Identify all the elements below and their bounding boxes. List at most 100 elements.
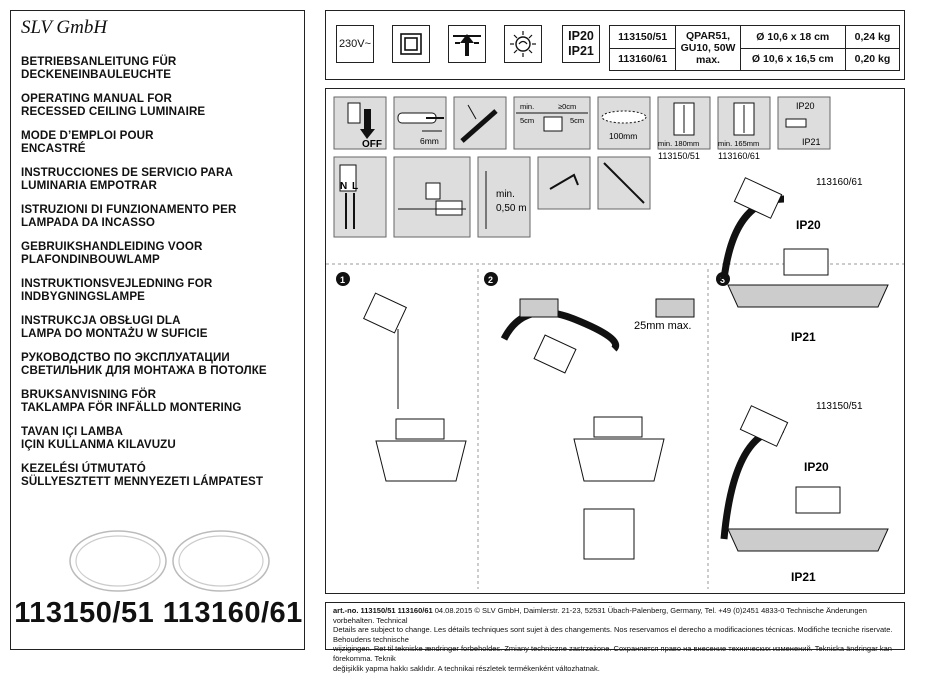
manual-title-line: INSTRUCCIONES DE SERVICIO PARA [21, 166, 233, 179]
neutral-label: N [340, 181, 347, 192]
wiring-diagram-icon: N L [333, 156, 387, 238]
step3-ip21-a: IP21 [791, 330, 816, 344]
dimmable-lamp-icon [504, 25, 542, 63]
side-gap-right: 5cm [570, 116, 584, 125]
step3-code-61: 113160/61 [816, 177, 863, 188]
icon-code-61: 113160/61 [718, 151, 760, 161]
strip-length: 6mm [420, 136, 439, 146]
manual-title-line: SÜLLYESZTETT MENNYEZETI LÁMPATEST [21, 475, 264, 489]
height-180-icon: min. 180mm 113150/51 [657, 96, 711, 161]
step-3-number: 3 [720, 275, 725, 285]
product-codes: 113150/51 113160/61 [14, 597, 303, 629]
clearance-icon: min. ≥0cm 5cm 5cm [513, 96, 591, 150]
ip-rating-2: IP21 [568, 44, 594, 58]
ip-zone-icon: IP20 IP21 [777, 96, 831, 150]
step-1-luminaire [363, 292, 467, 482]
spec-bar: 230V~ IP20 IP21 113150/51 QPAR51, GU10, … [325, 10, 905, 80]
spec-lamp: QPAR51, GU10, 50W max. [675, 25, 741, 71]
step-1-badge: 1 [336, 272, 350, 286]
no-spray-icon [537, 156, 591, 210]
distance-icon: min. 0,50 m [477, 156, 531, 238]
spec-table: 113150/51 QPAR51, GU10, 50W max. Ø 10,6 … [608, 25, 901, 71]
manual-title-line: LUMINARIA EMPOTRAR [21, 179, 157, 193]
step-2-luminaire [500, 298, 695, 560]
ip-rating-1: IP20 [568, 29, 594, 43]
manual-title-line: СВЕТИЛЬНИК ДЛЯ МОНТАЖА В ПОТОЛКЕ [21, 364, 267, 378]
zone-ip21: IP21 [802, 137, 821, 147]
manual-title-line: OPERATING MANUAL FOR [21, 92, 172, 105]
table-row: 113150/51 QPAR51, GU10, 50W max. Ø 10,6 … [608, 25, 901, 71]
manual-title-line: ISTRUZIONI DI FUNZIONAMENTO PER [21, 203, 237, 216]
distance-value: 0,50 m [496, 203, 527, 214]
table-row: 113160/61 Ø 10,6 x 16,5 cm 0,20 kg [608, 47, 901, 71]
height-165-icon: min. 165mm 113160/61 [717, 96, 771, 161]
distance-min: min. [496, 189, 515, 200]
gap-label: ≥0cm [558, 102, 576, 111]
step3-ip21-b: IP21 [791, 570, 816, 584]
step3-ip20-a: IP20 [796, 218, 821, 232]
spec-weight-2: 0,20 kg [844, 47, 901, 71]
mounting-direction-icon [448, 25, 486, 63]
manual-title-line: РУКОВОДСТВО ПО ЭКСПЛУАТАЦИИ [21, 351, 230, 364]
spec-weight-1: 0,24 kg [844, 25, 901, 49]
manual-title-line: ENCASTRÉ [21, 142, 86, 156]
depth-note: 25mm max. [634, 320, 691, 332]
footer-text: art.-no. 113150/51 113160/61 04.08.2015 … [333, 606, 901, 673]
footer-line-2: Details are subject to change. Les détai… [333, 625, 893, 644]
manual-title-line: INSTRUKTIONSVEJLEDNING FOR [21, 277, 213, 290]
spec-code-2: 113160/61 [608, 47, 677, 71]
manual-title-line: TAVAN IÇI LAMBA [21, 425, 123, 438]
spec-dim-1: Ø 10,6 x 18 cm [739, 25, 846, 49]
instruction-area: OFF 6mm min. ≥0cm 5cm 5cm 100mm [325, 88, 905, 594]
step-2-number: 2 [488, 275, 493, 285]
step-3-luminaire-top [720, 177, 889, 308]
insert-wire-icon [453, 96, 507, 150]
manual-title-line: RECESSED CEILING LUMINAIRE [21, 105, 206, 119]
manual-title-line: KEZELÉSI ÚTMUTATÓ [21, 462, 146, 475]
ip-rating-badge: IP20 IP21 [562, 25, 600, 63]
manual-title-line: TAKLAMPA FÖR INFÄLLD MONTERING [21, 401, 242, 415]
footer-line-4: değişiklik yapma hakkı saklıdır. A techn… [333, 663, 600, 673]
footer-line-3: wijzigingen. Ret til tekniske ændringer … [333, 644, 892, 663]
luminaire-rings-illustration [69, 530, 270, 592]
manual-title-line: LAMPADA DA INCASSO [21, 216, 156, 230]
mounting-icon [393, 156, 471, 238]
manual-title-line: LAMPA DO MONTAŻU W SUFICIE [21, 327, 208, 341]
spec-dim-2: Ø 10,6 x 16,5 cm [739, 47, 846, 71]
step3-ip20-b: IP20 [804, 460, 829, 474]
step-1-number: 1 [340, 275, 345, 285]
step3-code-51: 113150/51 [816, 401, 863, 412]
manual-title-line: BRUKSANVISNING FÖR [21, 388, 157, 401]
cutout-size: 100mm [609, 131, 637, 141]
side-gap-left: 5cm [520, 116, 534, 125]
live-label: L [352, 181, 358, 192]
min-height-180: min. 180mm [658, 139, 699, 148]
cutout-icon: 100mm [597, 96, 651, 150]
power-off-icon: OFF [333, 96, 387, 150]
manual-title-line: DECKENEINBAULEUCHTE [21, 68, 172, 82]
manual-title-line: IÇIN KULLANMA KILAVUZU [21, 438, 176, 452]
legal-footer: art.-no. 113150/51 113160/61 04.08.2015 … [325, 602, 905, 673]
footer-line-1: 04.08.2015 © SLV GmbH, Daimlerstr. 21-23… [333, 606, 867, 625]
zone-ip20: IP20 [796, 101, 815, 111]
voltage-label: 230V~ [336, 25, 374, 63]
instruction-illustrations: OFF 6mm min. ≥0cm 5cm 5cm 100mm [326, 96, 904, 589]
manual-title-line: BETRIEBSANLEITUNG FÜR [21, 55, 177, 68]
manual-title-line: INSTRUKCJA OBSŁUGI DLA [21, 314, 181, 327]
brand-name: SLV GmbH [21, 17, 108, 38]
protection-class-icon [392, 25, 430, 63]
icon-code-51: 113150/51 [658, 151, 700, 161]
